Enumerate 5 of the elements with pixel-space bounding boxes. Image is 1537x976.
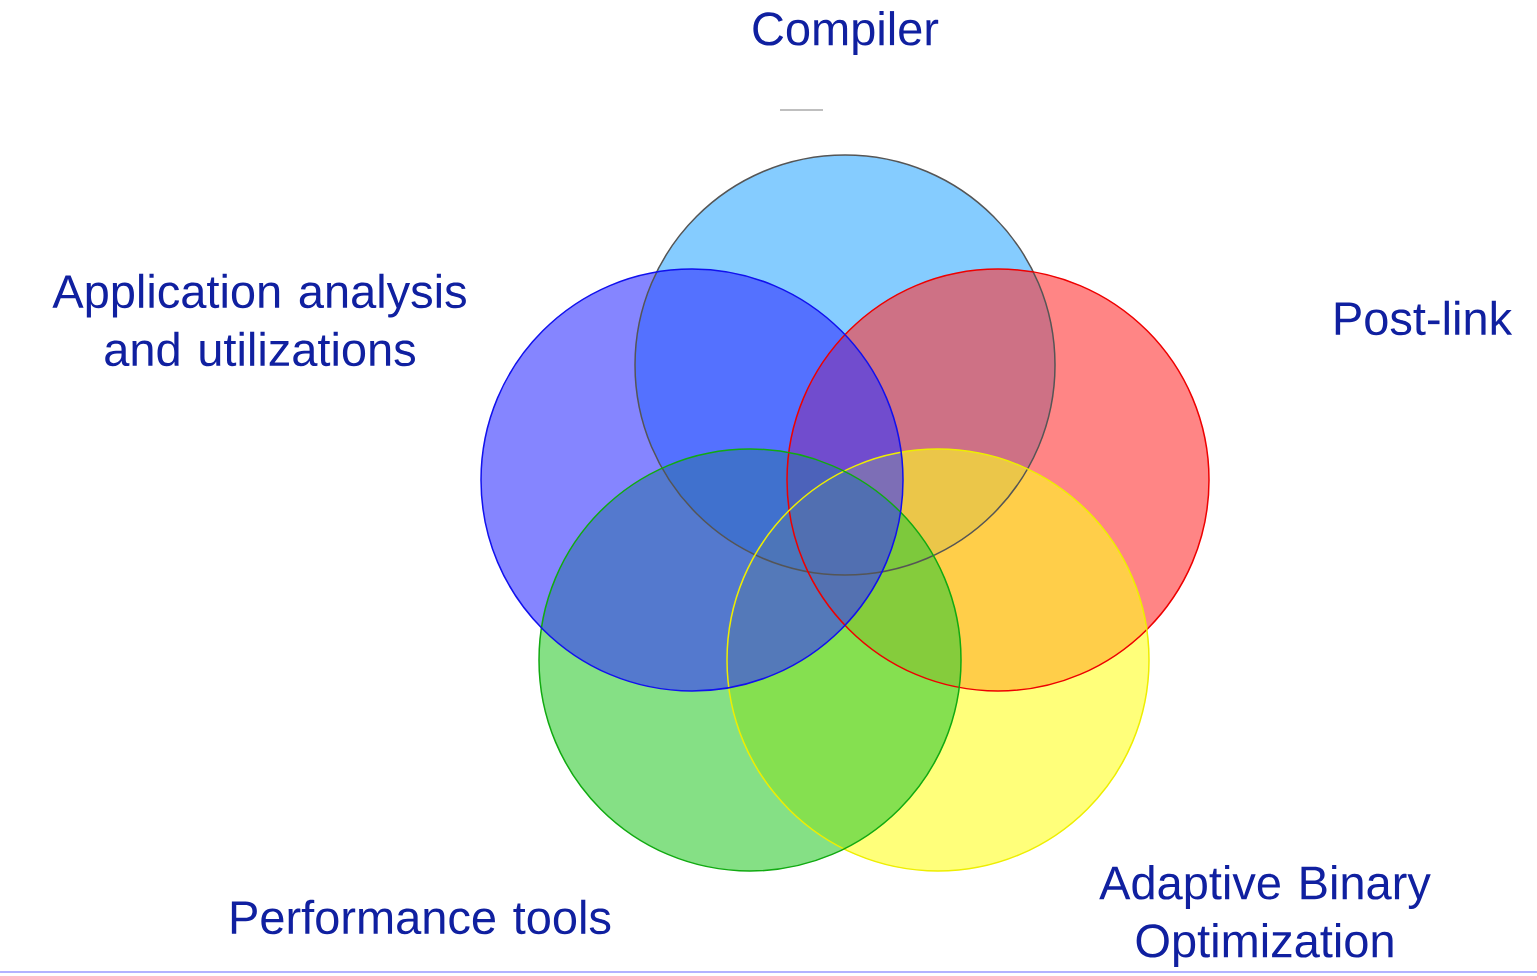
label: Post-link <box>1335 300 1513 336</box>
label: Compiler <box>753 11 939 55</box>
label: Performance tools <box>231 899 611 935</box>
label: Adaptive Binary Optimization <box>1099 865 1431 967</box>
label: Application analysis and utilizations <box>52 273 466 367</box>
